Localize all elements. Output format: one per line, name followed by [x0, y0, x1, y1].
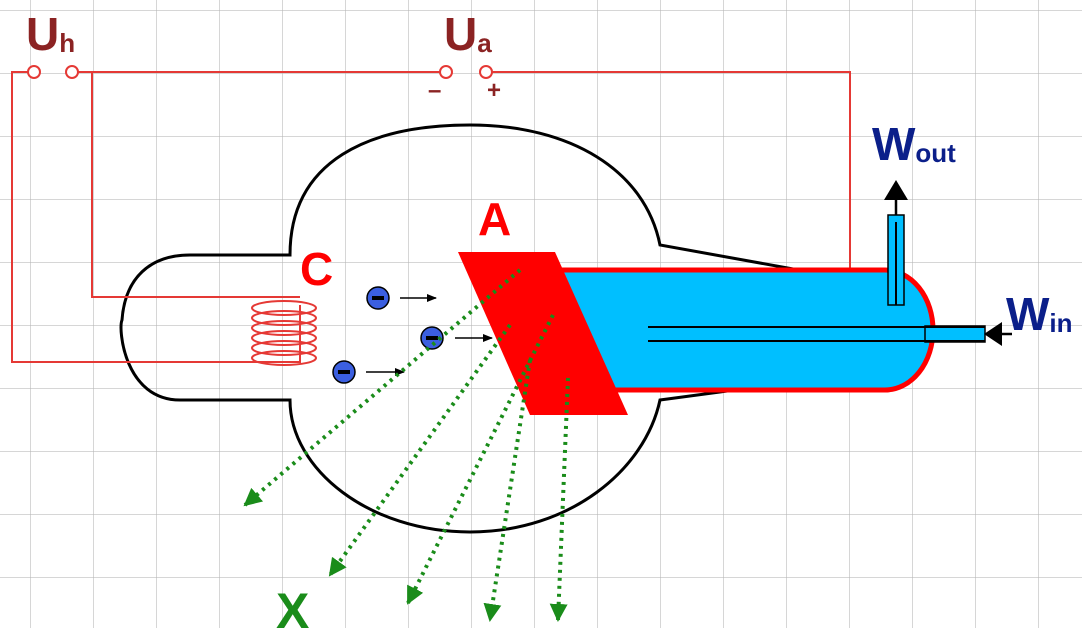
electron-3 [332, 360, 356, 384]
electron-motion-arrows [366, 294, 493, 376]
xray-ray-2 [328, 323, 512, 577]
xray-ray-3 [406, 314, 555, 605]
xray-ray-5 [549, 377, 570, 622]
win-label: Win [1006, 288, 1073, 340]
wout-label: Wout [872, 118, 956, 170]
wire-heater-right [78, 71, 300, 298]
water-outlet-pipe [884, 180, 908, 306]
ua-minus-terminal [439, 65, 453, 79]
wire-anode-to-ua-plus [492, 71, 851, 270]
terminal-circle [27, 65, 493, 79]
anode-target [458, 252, 628, 415]
cathode-label: C [300, 243, 333, 295]
electron-2 [420, 326, 444, 350]
ua-label: Ua [444, 8, 492, 60]
anode-coolant-body [551, 267, 936, 393]
water-inlet-pipe [648, 322, 1012, 346]
uh-right-terminal [65, 65, 79, 79]
wire-heater-left [11, 71, 301, 363]
xray-label: X [276, 583, 309, 628]
electron-icon [332, 286, 444, 384]
tube-envelope [119, 123, 812, 534]
ua-plus-terminal [479, 65, 493, 79]
electron-1 [366, 286, 390, 310]
coil-icon [251, 300, 317, 366]
anode-label: A [478, 193, 511, 245]
ua-plus-sign: + [487, 77, 501, 104]
xray-rays [243, 268, 570, 622]
win-arrowhead [984, 322, 1002, 346]
uh-left-terminal [27, 65, 41, 79]
wout-arrowhead [884, 180, 908, 200]
uh-label: Uh [26, 8, 75, 60]
circuit-wires [11, 71, 851, 363]
ua-minus-sign: – [428, 77, 441, 104]
